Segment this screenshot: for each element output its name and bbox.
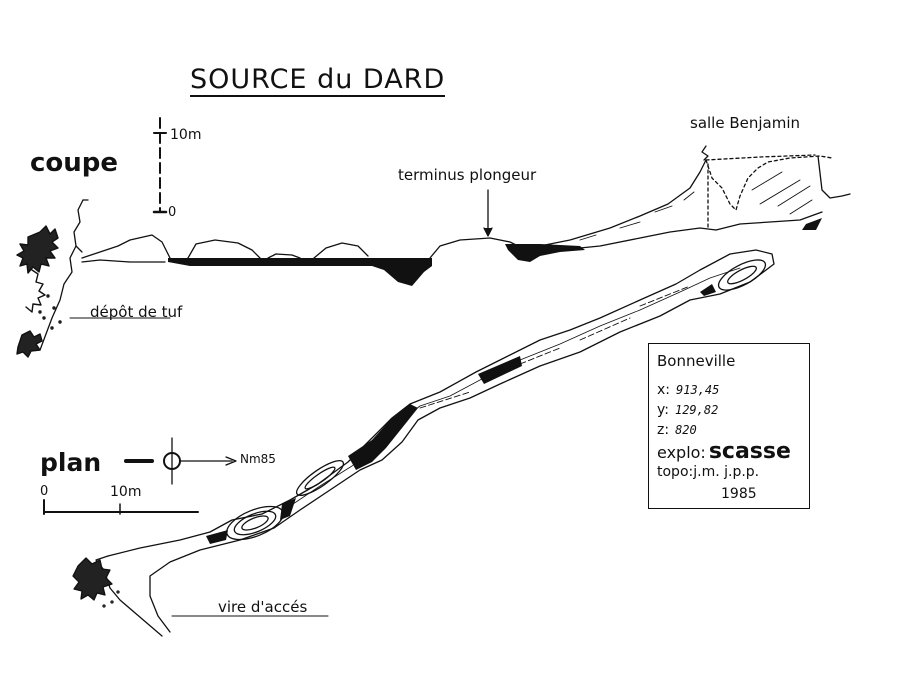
terminus-arrow bbox=[483, 189, 493, 237]
info-explo-row: explo:scasse bbox=[657, 439, 791, 464]
plan-label: plan bbox=[40, 448, 102, 477]
info-explo-label: explo: bbox=[657, 443, 706, 462]
vertical-scale-bottom-label: 0 bbox=[168, 205, 177, 220]
horizontal-scale-bar bbox=[43, 499, 199, 515]
info-y-row: y: 129,82 bbox=[657, 402, 718, 418]
info-x-row: x: 913,45 bbox=[657, 382, 719, 398]
section-label: coupe bbox=[30, 148, 119, 178]
vire-label: vire d'accés bbox=[218, 598, 308, 616]
horizontal-scale-right-label: 10m bbox=[110, 484, 142, 500]
info-place: Bonneville bbox=[657, 352, 736, 370]
entrance-vegetation-icon bbox=[72, 557, 120, 608]
north-arrow-icon bbox=[124, 437, 237, 485]
info-z-label: z: bbox=[657, 422, 670, 438]
info-x-label: x: bbox=[657, 382, 671, 398]
horizontal-scale-left-label: 0 bbox=[40, 484, 49, 499]
north-arrow-label: Nm85 bbox=[240, 452, 276, 466]
vertical-scale-bar bbox=[152, 117, 168, 214]
info-z-value: 820 bbox=[675, 423, 697, 437]
page-title: SOURCE du DARD bbox=[190, 64, 446, 97]
info-x-value: 913,45 bbox=[676, 383, 720, 397]
info-z-row: z: 820 bbox=[657, 422, 697, 438]
plan-passage bbox=[95, 249, 775, 637]
depot-label: dépôt de tuf bbox=[90, 303, 183, 321]
terminus-label: terminus plongeur bbox=[398, 166, 537, 184]
cliff-section bbox=[39, 199, 89, 351]
info-explo-value: scasse bbox=[708, 439, 791, 464]
info-y-value: 129,82 bbox=[674, 403, 719, 417]
info-topo: topo:j.m. j.p.p. bbox=[657, 464, 760, 480]
info-year: 1985 bbox=[721, 486, 757, 502]
vertical-scale-top-label: 10m bbox=[170, 127, 202, 143]
info-y-label: y: bbox=[657, 402, 669, 418]
salle-label: salle Benjamin bbox=[690, 114, 801, 132]
vegetation-icon bbox=[16, 225, 62, 358]
section-passage bbox=[81, 145, 851, 286]
info-box: Bonneville x: 913,45 y: 129,82 z: 820 explo… bbox=[648, 343, 810, 509]
